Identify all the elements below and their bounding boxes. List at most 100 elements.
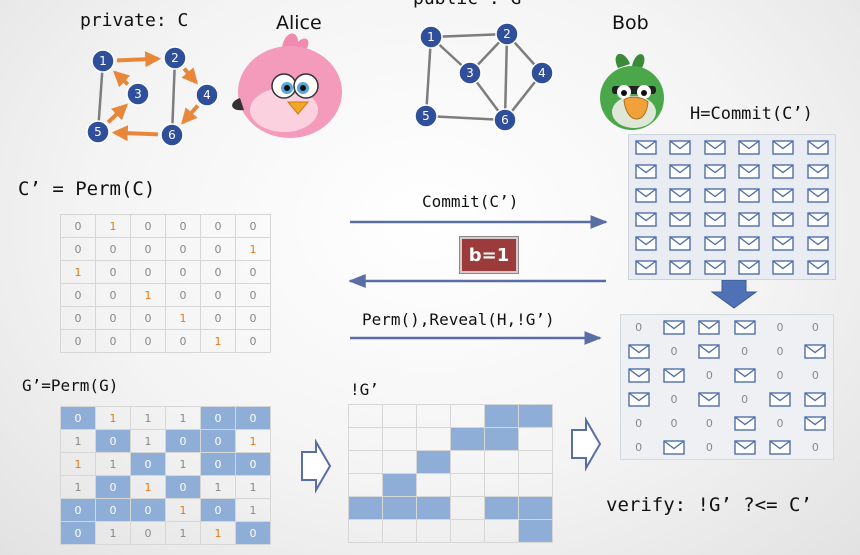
matrix-cell: 0: [165, 283, 201, 307]
revealed-cell: 0: [811, 368, 819, 382]
matrix-cell: 1: [235, 498, 271, 522]
revealed-cell: 0: [705, 416, 713, 430]
graph-node-label: 1: [99, 54, 107, 68]
matrix-cell: 0: [165, 260, 201, 284]
matrix-cell: 1: [95, 214, 131, 238]
matrix-cell: [348, 519, 383, 543]
envelope-icon: [807, 235, 829, 251]
sealed-cell: [629, 207, 663, 231]
sealed-cell: [621, 339, 656, 363]
revealed-cell: 0: [705, 440, 713, 454]
matrix-cell: [518, 404, 553, 428]
matrix-cell: 1: [235, 475, 271, 499]
matrix-cell: 0: [60, 406, 96, 430]
sealed-cell: [801, 231, 835, 255]
graph-node-label: 6: [168, 128, 176, 142]
matrix-cell: [382, 496, 417, 520]
envelope-icon: [769, 391, 791, 407]
sealed-cell: [698, 183, 732, 207]
envelope-icon: [738, 163, 760, 179]
matrix-cell: 0: [235, 283, 271, 307]
matrix-cell: [416, 450, 451, 474]
sealed-cell: [732, 135, 766, 159]
private-graph-label: private: C: [80, 10, 189, 31]
graph-node: [458, 61, 482, 85]
matrix-cell: 0: [200, 452, 236, 476]
matrix-cell: 0: [200, 406, 236, 430]
envelope-icon: [772, 211, 795, 227]
sealed-cell: [692, 387, 727, 411]
envelope-icon: [804, 391, 827, 407]
envelope-icon: [635, 163, 657, 179]
matrix-cell: 0: [200, 306, 236, 330]
verify-label: verify: !G’ ?<= C’: [606, 494, 812, 516]
sealed-cell: [798, 411, 833, 435]
graph-node: [495, 22, 519, 46]
matrix-cell: 1: [200, 329, 236, 353]
envelope-icon: [704, 139, 726, 155]
matrix-cell: [484, 404, 519, 428]
sealed-cell: [798, 339, 833, 363]
matrix-cell: [348, 450, 383, 474]
envelope-icon: [738, 211, 760, 227]
revealed-cell: 0: [670, 392, 678, 406]
envelope-icon: [772, 139, 795, 155]
graph-edge: [424, 36, 433, 117]
graph-node-label: 5: [422, 109, 430, 123]
matrix-cell: 0: [165, 429, 201, 453]
envelope-icon: [669, 235, 692, 251]
matrix-cell: [484, 427, 519, 451]
sealed-cell: [629, 255, 663, 279]
challenge-value: b=1: [468, 244, 510, 266]
right-arrow-icon: [571, 416, 602, 472]
matrix-cell: 0: [235, 260, 271, 284]
matrix-cell: [450, 404, 485, 428]
graph-node: [195, 83, 219, 107]
matrix-cell: [382, 427, 417, 451]
commit-message-label: Commit(C’): [422, 192, 519, 211]
envelope-icon: [772, 187, 795, 203]
matrix-cell: 0: [130, 329, 166, 353]
matrix-cell: [382, 450, 417, 474]
envelope-icon: [669, 187, 692, 203]
envelope-icon: [733, 439, 756, 455]
sealed-cell: [663, 183, 697, 207]
sealed-cell: [629, 159, 663, 183]
envelope-icon: [769, 439, 791, 455]
sealed-cell: [656, 435, 691, 459]
envelope-icon: [669, 259, 692, 275]
envelope-icon: [669, 211, 692, 227]
sealed-cell: [801, 207, 835, 231]
matrix-cell: 0: [60, 237, 96, 261]
envelope-icon: [698, 319, 721, 335]
down-arrow-icon: [710, 279, 758, 309]
matrix-cell: 0: [95, 329, 131, 353]
sealed-cell: [629, 135, 663, 159]
matrix-row: [348, 427, 553, 451]
sealed-cell: [629, 183, 663, 207]
matrix-row: [348, 496, 553, 520]
envelope-icon: [635, 187, 657, 203]
matrix-cell: [382, 473, 417, 497]
matrix-cell: 0: [60, 329, 96, 353]
matrix-cell: 0: [60, 214, 96, 238]
matrix-row: [348, 519, 553, 543]
matrix-cell: [450, 496, 485, 520]
highlighted-edge: [113, 70, 131, 88]
matrix-cell: 1: [200, 475, 236, 499]
envelope-icon: [738, 235, 760, 251]
sealed-cell: [621, 387, 656, 411]
matrix-cell: [484, 450, 519, 474]
sealed-cell: [766, 207, 800, 231]
matrix-cell: [416, 427, 451, 451]
envelope-icon: [635, 211, 657, 227]
envelope-icon: [635, 259, 657, 275]
matrix-cell: [416, 404, 451, 428]
envelope-icon: [738, 139, 760, 155]
envelope-icon: [772, 259, 795, 275]
